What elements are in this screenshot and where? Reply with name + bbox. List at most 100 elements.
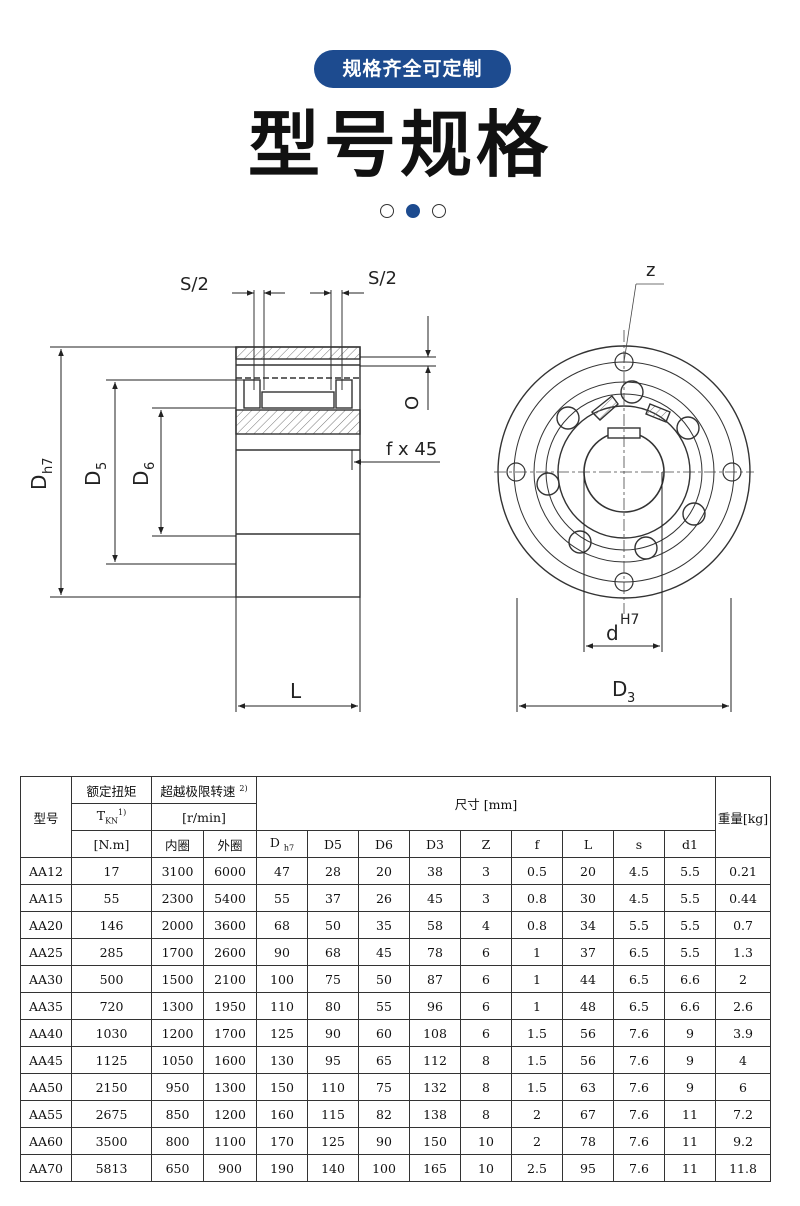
table-cell: 7.6 [613, 1046, 665, 1074]
header-model: 型号 [20, 776, 72, 858]
table-cell: 78 [409, 938, 461, 966]
technical-drawing: S/2 S/2 O f x 45 D h7 D 5 D 6 L [27, 260, 754, 712]
table-cell: 1125 [71, 1046, 152, 1074]
table-cell: 500 [71, 965, 152, 993]
table-cell: 190 [256, 1154, 308, 1182]
table-cell: 35 [358, 911, 410, 939]
header-d1: d1 [663, 830, 717, 858]
table-cell: 6 [460, 965, 512, 993]
table-cell: 78 [562, 1127, 614, 1155]
table-cell: 6 [460, 938, 512, 966]
dot-1[interactable] [380, 204, 394, 218]
table-cell: 75 [358, 1073, 410, 1101]
spec-table: 型号 额定扭矩 超越极限转速 2) 尺寸 [mm] 重量[kg] TKN1) [… [20, 776, 772, 1182]
table-cell: 110 [307, 1073, 359, 1101]
label-d3-sub: 3 [627, 691, 635, 706]
table-cell: 1200 [203, 1100, 257, 1128]
table-cell: 0.8 [511, 911, 563, 939]
table-cell: 150 [409, 1127, 461, 1155]
table-cell: 1.3 [715, 938, 772, 966]
table-cell: 5.5 [663, 857, 717, 885]
table-cell: 150 [256, 1073, 308, 1101]
table-cell: 108 [409, 1019, 461, 1047]
table-cell: 6 [715, 1073, 772, 1101]
table-cell: 37 [307, 884, 359, 912]
header-weight: 重量[kg] [715, 776, 772, 858]
header-speed-1: 超越极限转速 2) [151, 776, 257, 804]
table-cell: 1.5 [511, 1073, 563, 1101]
label-d6-sub: 6 [143, 462, 158, 470]
dot-2-active[interactable] [406, 204, 420, 218]
table-cell: 11 [663, 1154, 717, 1182]
table-cell: 1 [511, 965, 563, 993]
table-cell: 7.6 [613, 1019, 665, 1047]
table-cell: 65 [358, 1046, 410, 1074]
table-cell: 8 [460, 1046, 512, 1074]
table-cell: 2100 [203, 965, 257, 993]
label-d6: D [129, 471, 153, 486]
table-cell: 115 [307, 1100, 359, 1128]
table-cell: 5.5 [663, 884, 717, 912]
table-cell: 10 [460, 1127, 512, 1155]
table-cell: 1 [511, 938, 563, 966]
label-o: O [402, 396, 423, 410]
table-cell: 17 [71, 857, 152, 885]
table-cell: 9.2 [715, 1127, 772, 1155]
table-cell: 11 [663, 1127, 717, 1155]
table-cell: 2 [511, 1100, 563, 1128]
table-cell: 146 [71, 911, 152, 939]
table-cell: AA30 [20, 965, 72, 993]
table-cell: 1 [511, 992, 563, 1020]
table-cell: 7.6 [613, 1127, 665, 1155]
table-cell: AA35 [20, 992, 72, 1020]
table-cell: 96 [409, 992, 461, 1020]
table-cell: 138 [409, 1100, 461, 1128]
table-cell: 0.44 [715, 884, 772, 912]
table-cell: 68 [256, 911, 308, 939]
table-cell: 2.5 [511, 1154, 563, 1182]
table-cell: AA60 [20, 1127, 72, 1155]
table-cell: 3100 [151, 857, 204, 885]
header-z: Z [460, 830, 512, 858]
table-cell: AA50 [20, 1073, 72, 1101]
label-h7: H7 [620, 612, 639, 628]
table-cell: 3.9 [715, 1019, 772, 1047]
table-cell: 50 [358, 965, 410, 993]
table-cell: 285 [71, 938, 152, 966]
header-inner: 内圈 [151, 830, 204, 858]
table-cell: 67 [562, 1100, 614, 1128]
table-cell: 950 [151, 1073, 204, 1101]
table-cell: 2 [511, 1127, 563, 1155]
table-cell: 80 [307, 992, 359, 1020]
table-cell: 56 [562, 1046, 614, 1074]
label-d5: D [81, 471, 105, 486]
dot-3[interactable] [432, 204, 446, 218]
table-cell: 45 [358, 938, 410, 966]
table-cell: 850 [151, 1100, 204, 1128]
table-cell: 0.21 [715, 857, 772, 885]
table-cell: 30 [562, 884, 614, 912]
table-cell: 9 [663, 1019, 717, 1047]
table-cell: 720 [71, 992, 152, 1020]
table-cell: 112 [409, 1046, 461, 1074]
table-cell: 1700 [203, 1019, 257, 1047]
table-cell: 10 [460, 1154, 512, 1182]
table-cell: 2.6 [715, 992, 772, 1020]
table-cell: 3500 [71, 1127, 152, 1155]
table-cell: 5.5 [663, 938, 717, 966]
header-d3: D3 [409, 830, 461, 858]
table-cell: 75 [307, 965, 359, 993]
header-dims: 尺寸 [mm] [255, 776, 717, 831]
table-cell: 100 [358, 1154, 410, 1182]
table-cell: 5.5 [663, 911, 717, 939]
table-cell: 4.5 [613, 884, 665, 912]
table-cell: 4 [715, 1046, 772, 1074]
table-cell: 47 [256, 857, 308, 885]
table-cell: AA40 [20, 1019, 72, 1047]
